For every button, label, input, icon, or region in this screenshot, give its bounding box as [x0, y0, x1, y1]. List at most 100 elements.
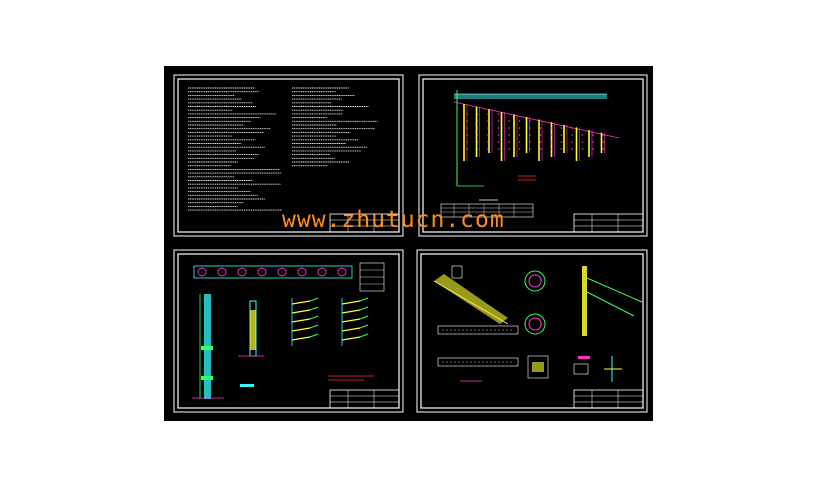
grid-dot — [602, 148, 605, 150]
pile-plan-row — [197, 267, 347, 277]
plan-pile-circle — [317, 267, 327, 277]
grid-dot — [476, 141, 479, 143]
grid-dot — [571, 141, 573, 143]
grid-dot — [487, 134, 489, 136]
grid-dot — [487, 120, 489, 122]
grid-dot — [539, 134, 542, 136]
anchor-line — [291, 318, 311, 323]
anchor-line — [359, 315, 369, 320]
plan-pile-circle — [197, 267, 207, 277]
grid-dot — [497, 148, 500, 150]
grid-dot — [592, 141, 594, 143]
grid-dot — [550, 141, 552, 143]
plan-pile-circle — [277, 267, 287, 277]
plan-pile-circle — [337, 267, 347, 277]
grid-dot — [508, 120, 510, 122]
anchor-line — [309, 297, 319, 302]
grid-dot — [518, 148, 521, 150]
grid-dot — [466, 113, 468, 115]
grid-dot — [529, 134, 531, 136]
grid-dot — [529, 127, 531, 129]
grid-dot — [550, 148, 552, 150]
pile-elevation-group — [463, 104, 605, 161]
grid-dot — [592, 134, 594, 136]
grid-dot — [497, 141, 500, 143]
anchor-line — [309, 333, 319, 338]
grid-dot — [476, 120, 479, 122]
grid-dot — [571, 148, 573, 150]
grid-dot — [487, 113, 489, 115]
grid-dot — [508, 141, 510, 143]
anchor-line — [291, 309, 311, 314]
grid-dot — [539, 141, 542, 143]
anchor-line — [359, 324, 369, 329]
anchor-line — [309, 324, 319, 329]
grid-dot — [518, 127, 521, 129]
anchor-line — [359, 297, 369, 302]
grid-dot — [476, 134, 479, 136]
grid-dot — [560, 148, 563, 150]
title-block — [573, 389, 644, 409]
grid-dot — [518, 141, 521, 143]
plan-pile-circle — [257, 267, 267, 277]
grid-dot — [497, 120, 500, 122]
grid-dot — [529, 120, 531, 122]
cad-drawing-svg — [173, 74, 648, 413]
plan-pile-circle — [217, 267, 227, 277]
grid-dot — [571, 127, 573, 129]
plan-pile-circle — [237, 267, 247, 277]
grid-dot — [529, 141, 531, 143]
anchor-line — [291, 336, 311, 341]
grid-dot — [581, 141, 584, 143]
grid-dot — [560, 141, 563, 143]
title-block — [329, 389, 400, 409]
grid-dot — [550, 127, 552, 129]
quantity-table — [440, 199, 534, 218]
grid-dot — [539, 127, 542, 129]
title-block — [329, 213, 400, 233]
grid-dot — [571, 134, 573, 136]
grid-dot — [476, 148, 479, 150]
plan-pile-circle — [297, 267, 307, 277]
sheet-pile-details — [173, 249, 404, 413]
grid-dot — [497, 134, 500, 136]
grid-dot — [602, 141, 605, 143]
grid-dot — [529, 148, 531, 150]
grid-dot — [487, 127, 489, 129]
anchor-line — [359, 306, 369, 311]
anchor-line — [341, 300, 361, 305]
grid-dot — [508, 127, 510, 129]
grid-dot — [539, 148, 542, 150]
grid-dot — [581, 148, 584, 150]
grid-dot — [476, 113, 479, 115]
anchor-line — [359, 333, 369, 338]
grid-dot — [518, 134, 521, 136]
title-block — [573, 213, 644, 233]
grid-dot — [466, 134, 468, 136]
sheet-anchor-details — [416, 249, 648, 413]
grid-dot — [476, 127, 479, 129]
cad-drawing-canvas — [164, 66, 653, 421]
reinforcement-grid — [466, 113, 605, 150]
notes-text-block — [188, 87, 378, 211]
anchor-arrangement — [291, 297, 369, 346]
anchor-line — [341, 309, 361, 314]
grid-dot — [581, 134, 584, 136]
grid-dot — [497, 113, 500, 115]
anchor-line — [291, 327, 311, 332]
grid-dot — [466, 120, 468, 122]
grid-dot — [602, 134, 605, 136]
grid-dot — [466, 148, 468, 150]
grid-dot — [518, 120, 521, 122]
grid-dot — [560, 127, 563, 129]
anchor-line — [309, 315, 319, 320]
grid-dot — [466, 127, 468, 129]
anchor-line — [341, 318, 361, 323]
grid-dot — [497, 127, 500, 129]
sheet-design-notes — [173, 74, 404, 237]
sheet-elevation — [418, 74, 648, 237]
grid-dot — [466, 141, 468, 143]
anchor-line — [309, 306, 319, 311]
grid-dot — [487, 148, 489, 150]
grid-dot — [508, 134, 510, 136]
